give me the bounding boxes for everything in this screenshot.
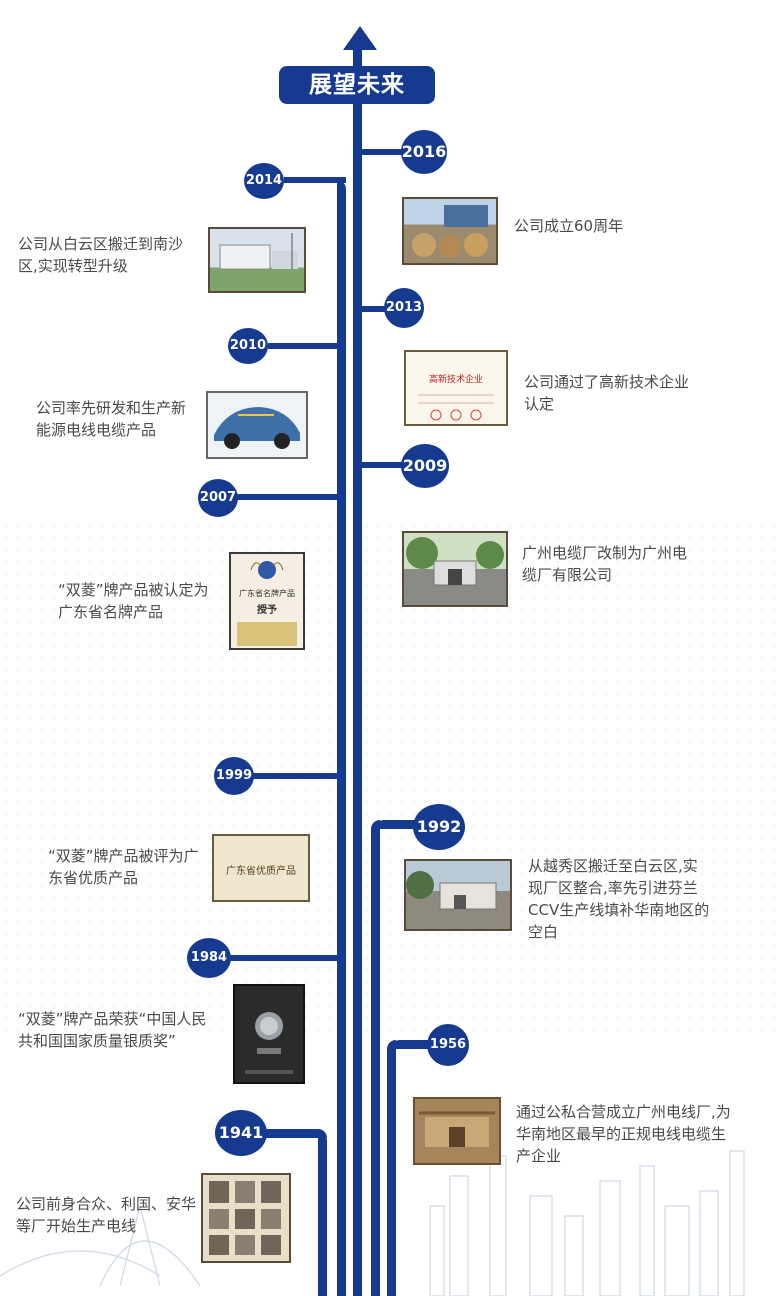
arrow-up-icon [343, 26, 377, 50]
connector-1956 [391, 1040, 431, 1049]
photo-1941-historic-collage [201, 1173, 291, 1263]
photo-1956-old-factory [413, 1097, 501, 1165]
event-text-1992: 从越秀区搬迁至白云区,实现厂区整合,率先引进芬兰CCV生产线填补华南地区的空白 [528, 857, 710, 941]
year-badge-1984: 1984 [187, 938, 231, 978]
connector-2013 [362, 306, 388, 312]
event-text-2013: 公司通过了高新技术企业认定 [524, 373, 690, 413]
event-text-1941: 公司前身合众、利国、安华等厂开始生产电线 [16, 1195, 197, 1235]
branch-right-1956 [387, 1040, 396, 1296]
event-text-2010: 公司率先研发和生产新能源电线电缆产品 [36, 399, 187, 439]
year-badge-1956: 1956 [427, 1024, 469, 1066]
connector-2010 [268, 343, 346, 349]
photo-2013-certificate: 高新技术企业 [404, 350, 508, 426]
event-text-2014: 公司从白云区搬迁到南沙区,实现转型升级 [18, 235, 184, 275]
photo-2016-cable-reels [402, 197, 498, 265]
connector-2014 [284, 177, 346, 183]
event-text-2009: 广州电缆厂改制为广州电缆厂有限公司 [522, 544, 688, 584]
event-text-1956: 通过公私合营成立广州电线厂,为华南地区最早的正规电线电缆生产企业 [516, 1103, 731, 1165]
photo-1984-medal-certificate [233, 984, 305, 1084]
page-title: 展望未来 [279, 66, 435, 104]
year-badge-2007: 2007 [198, 479, 238, 517]
branch-left-upper [337, 180, 346, 1296]
connector-1941 [262, 1129, 327, 1138]
year-badge-2014: 2014 [244, 163, 284, 199]
year-badge-1941: 1941 [215, 1110, 267, 1156]
plaque-title: 广东省名牌产品 [239, 589, 295, 598]
main-trunk-line [353, 46, 362, 1296]
photo-1992-factory [404, 859, 512, 931]
event-text-1984: “双菱”牌产品荣获“中国人民共和国国家质量银质奖” [18, 1010, 207, 1050]
event-text-1999: “双菱”牌产品被评为广东省优质产品 [48, 847, 199, 887]
connector-2016 [362, 149, 406, 155]
year-badge-2009: 2009 [401, 444, 449, 488]
connector-1992 [375, 820, 415, 829]
photo-2010-electric-car [206, 391, 308, 459]
plaque-subtitle: 授予 [257, 605, 277, 616]
year-badge-2013: 2013 [384, 288, 424, 328]
branch-right-1992 [371, 820, 380, 1296]
city-skyline-background [0, 1150, 745, 1296]
year-badge-2010: 2010 [228, 328, 268, 364]
photo-2014-factory [208, 227, 306, 293]
connector-2009 [362, 462, 406, 468]
photo-1999-certificate: 广东省优质产品 [212, 834, 310, 902]
year-badge-1999: 1999 [214, 757, 254, 795]
world-map-dots-background [0, 520, 777, 1040]
photo-2007-plaque: 广东省名牌产品 授予 [229, 552, 305, 650]
event-text-2016: 公司成立60周年 [514, 217, 624, 235]
connector-1984 [228, 955, 346, 961]
year-badge-1992: 1992 [413, 804, 465, 850]
event-text-2007: “双菱”牌产品被认定为广东省名牌产品 [58, 581, 209, 621]
photo-2009-factory-gate [402, 531, 508, 607]
year-badge-2016: 2016 [401, 130, 447, 174]
branch-left-lower [318, 1132, 327, 1296]
certificate-title: 高新技术企业 [428, 375, 483, 385]
connector-1999 [250, 773, 346, 779]
connector-2007 [236, 494, 346, 500]
certificate-1999-title: 广东省优质产品 [226, 866, 296, 877]
